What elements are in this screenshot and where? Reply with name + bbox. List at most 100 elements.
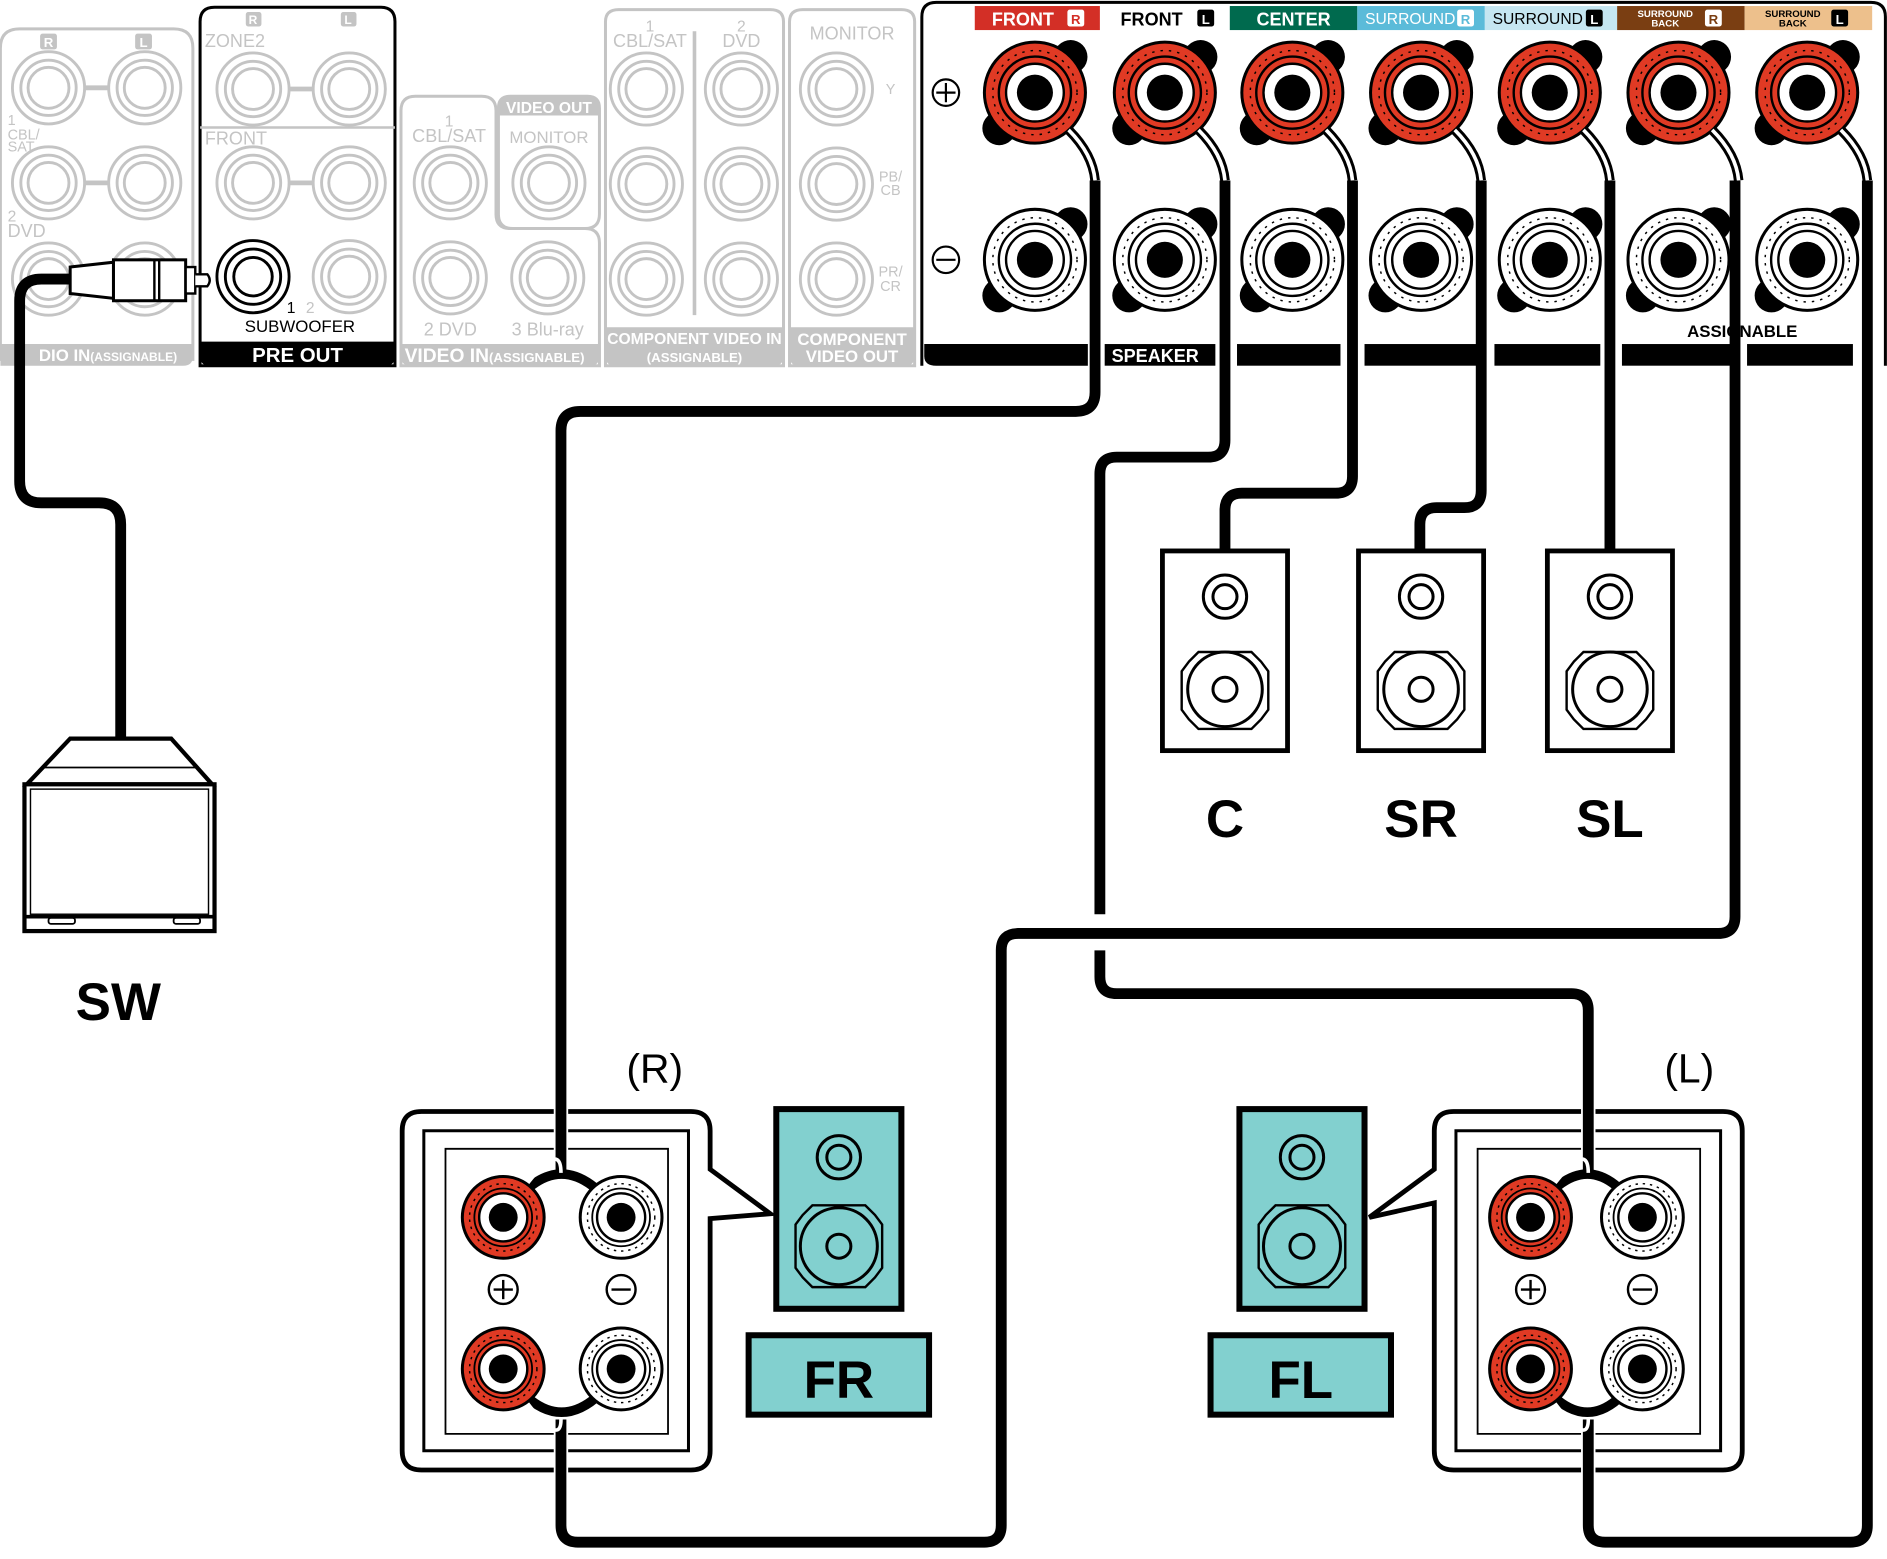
audio-in-jack-1l[interactable] bbox=[107, 50, 183, 126]
audio-in-r-label: R bbox=[44, 35, 54, 50]
component-in-2-name: DVD bbox=[722, 31, 760, 51]
component-out-pb-jack[interactable] bbox=[798, 146, 874, 222]
component-in-1-name: CBL/SAT bbox=[613, 31, 687, 51]
svg-text:SURROUND: SURROUND bbox=[1637, 9, 1693, 20]
subwoofer-speaker bbox=[21, 736, 217, 934]
subwoofer-label-text: SW bbox=[76, 973, 161, 1032]
svg-text:R: R bbox=[1709, 12, 1719, 27]
audio-in-jack-2r[interactable] bbox=[10, 145, 87, 221]
cable-front-l bbox=[1094, 180, 1594, 1173]
cable-front-l-return bbox=[1582, 180, 1873, 1548]
cable-front-r bbox=[555, 180, 1101, 1173]
component-out-section-label-2: VIDEO OUT bbox=[806, 347, 899, 366]
audio-in-l-label: L bbox=[140, 35, 148, 50]
front-right-speaker bbox=[776, 1109, 901, 1309]
surround-left-speaker bbox=[1547, 551, 1672, 751]
center-speaker bbox=[1162, 551, 1287, 751]
fl-terminal-minus-bottom[interactable] bbox=[1600, 1326, 1685, 1412]
video-out-monitor-panel: VIDEO OUT MONITOR bbox=[496, 94, 601, 231]
pre-out-r-label: R bbox=[249, 13, 258, 27]
subwoofer-label: SUBWOOFER bbox=[245, 317, 355, 336]
pre-out-front-label: FRONT bbox=[205, 128, 267, 148]
svg-text:BACK: BACK bbox=[1651, 18, 1679, 29]
plus-icon bbox=[1514, 1273, 1547, 1306]
speaker-section-label: SPEAKER bbox=[1112, 346, 1199, 366]
video-in-1-num: 1 bbox=[445, 113, 454, 130]
video-out-monitor-label: MONITOR bbox=[509, 128, 588, 147]
component-in-2-pr-jack[interactable] bbox=[703, 241, 779, 317]
video-in-3-jack[interactable] bbox=[510, 240, 586, 316]
subwoofer-1-num: 1 bbox=[287, 300, 296, 317]
component-in-2-pb-jack[interactable] bbox=[703, 146, 779, 222]
fl-terminal-plus-bottom[interactable] bbox=[1488, 1326, 1573, 1412]
video-out-monitor-jack[interactable] bbox=[511, 145, 587, 221]
svg-text:SURROUND: SURROUND bbox=[1365, 11, 1455, 28]
svg-text:SURROUND: SURROUND bbox=[1493, 11, 1583, 28]
subwoofer-1-jack[interactable] bbox=[215, 239, 291, 315]
front-right-label: FR bbox=[804, 1351, 875, 1410]
speaker-cables bbox=[14, 126, 1873, 1548]
front-left-terminal-panel bbox=[1367, 1109, 1745, 1473]
surround-right-label: SR bbox=[1384, 790, 1458, 849]
assignable-label: ASSIGNABLE bbox=[1687, 322, 1797, 341]
svg-text:R: R bbox=[1461, 12, 1471, 27]
video-in-1-name: CBL/SAT bbox=[412, 126, 486, 146]
pre-out-section-label: PRE OUT bbox=[252, 344, 343, 367]
component-out-pr-jack[interactable] bbox=[798, 241, 874, 317]
fr-terminal-minus-top[interactable] bbox=[578, 1174, 664, 1260]
surround-right-speaker bbox=[1359, 551, 1484, 751]
component-in-2-y-jack[interactable] bbox=[703, 51, 779, 127]
center-label: C bbox=[1206, 790, 1244, 849]
channel-tab-front-l: FRONT L bbox=[1121, 9, 1215, 29]
channel-tab-center: CENTER bbox=[1229, 6, 1358, 31]
cable-center bbox=[1219, 180, 1358, 551]
component-out-section-label-1: COMPONENT bbox=[797, 330, 907, 349]
front-right-badge bbox=[745, 1332, 933, 1418]
component-out-y-jack[interactable] bbox=[798, 51, 874, 127]
svg-text:R: R bbox=[1071, 12, 1081, 27]
fr-terminal-minus-bottom[interactable] bbox=[578, 1326, 664, 1412]
svg-text:FRONT: FRONT bbox=[1121, 9, 1183, 29]
front-left-side-label: (L) bbox=[1664, 1046, 1714, 1092]
component-out-cr-label: CR bbox=[880, 279, 901, 295]
front-left-speaker bbox=[1239, 1109, 1364, 1309]
audio-in-1-name2: SAT bbox=[8, 140, 35, 156]
video-in-2-label: 2 DVD bbox=[424, 320, 477, 340]
component-in-section-label: COMPONENT VIDEO IN bbox=[607, 331, 782, 348]
front-right-terminal-panel bbox=[399, 1109, 777, 1473]
component-in-1-pr-jack[interactable] bbox=[608, 241, 684, 317]
channel-tab-surround-r: SURROUND R bbox=[1357, 6, 1485, 31]
component-out-cb-label: CB bbox=[881, 183, 901, 199]
svg-text:BACK: BACK bbox=[1779, 18, 1807, 29]
fl-terminal-plus-top[interactable] bbox=[1488, 1174, 1573, 1260]
fl-terminal-minus-top[interactable] bbox=[1600, 1174, 1685, 1260]
component-in-1-y-jack[interactable] bbox=[608, 51, 684, 127]
channel-tab-surround-back-l: SURROUND BACK L bbox=[1744, 6, 1873, 31]
video-in-1-jack[interactable] bbox=[412, 145, 488, 221]
speaker-terminal-panel: FRONT R FRONT L CENTER SURROUND R SURROU… bbox=[920, 0, 1887, 366]
fr-terminal-plus-bottom[interactable] bbox=[460, 1326, 546, 1412]
svg-text:L: L bbox=[1836, 12, 1844, 27]
audio-in-1-name: CBL/ bbox=[8, 128, 40, 144]
minus-icon bbox=[605, 1273, 637, 1306]
svg-text:SURROUND: SURROUND bbox=[1765, 9, 1821, 20]
plus-icon bbox=[487, 1273, 519, 1306]
fr-terminal-plus-top[interactable] bbox=[460, 1174, 546, 1260]
audio-in-2-name: DVD bbox=[8, 221, 46, 241]
cable-subwoofer bbox=[14, 273, 127, 739]
component-in-1-pb-jack[interactable] bbox=[608, 146, 684, 222]
audio-in-2-num: 2 bbox=[8, 208, 17, 225]
svg-text:L: L bbox=[1202, 12, 1210, 27]
pre-out-zone2-label: ZONE2 bbox=[205, 31, 265, 51]
audio-in-jack-2l[interactable] bbox=[107, 145, 183, 221]
audio-in-jack-1r[interactable] bbox=[10, 50, 87, 126]
audio-in-panel: R L 1 CBL/ SAT 2 DVD DIO IN(ASSIGNABLE) bbox=[0, 27, 195, 366]
video-in-2-jack[interactable] bbox=[412, 240, 488, 316]
video-in-section-label: VIDEO IN(ASSIGNABLE) bbox=[405, 346, 585, 367]
front-left-badge bbox=[1207, 1332, 1394, 1418]
video-out-header: VIDEO OUT bbox=[506, 100, 592, 117]
svg-text:L: L bbox=[1590, 12, 1598, 27]
component-in-1-num: 1 bbox=[646, 18, 655, 35]
component-out-monitor-label: MONITOR bbox=[810, 24, 895, 44]
